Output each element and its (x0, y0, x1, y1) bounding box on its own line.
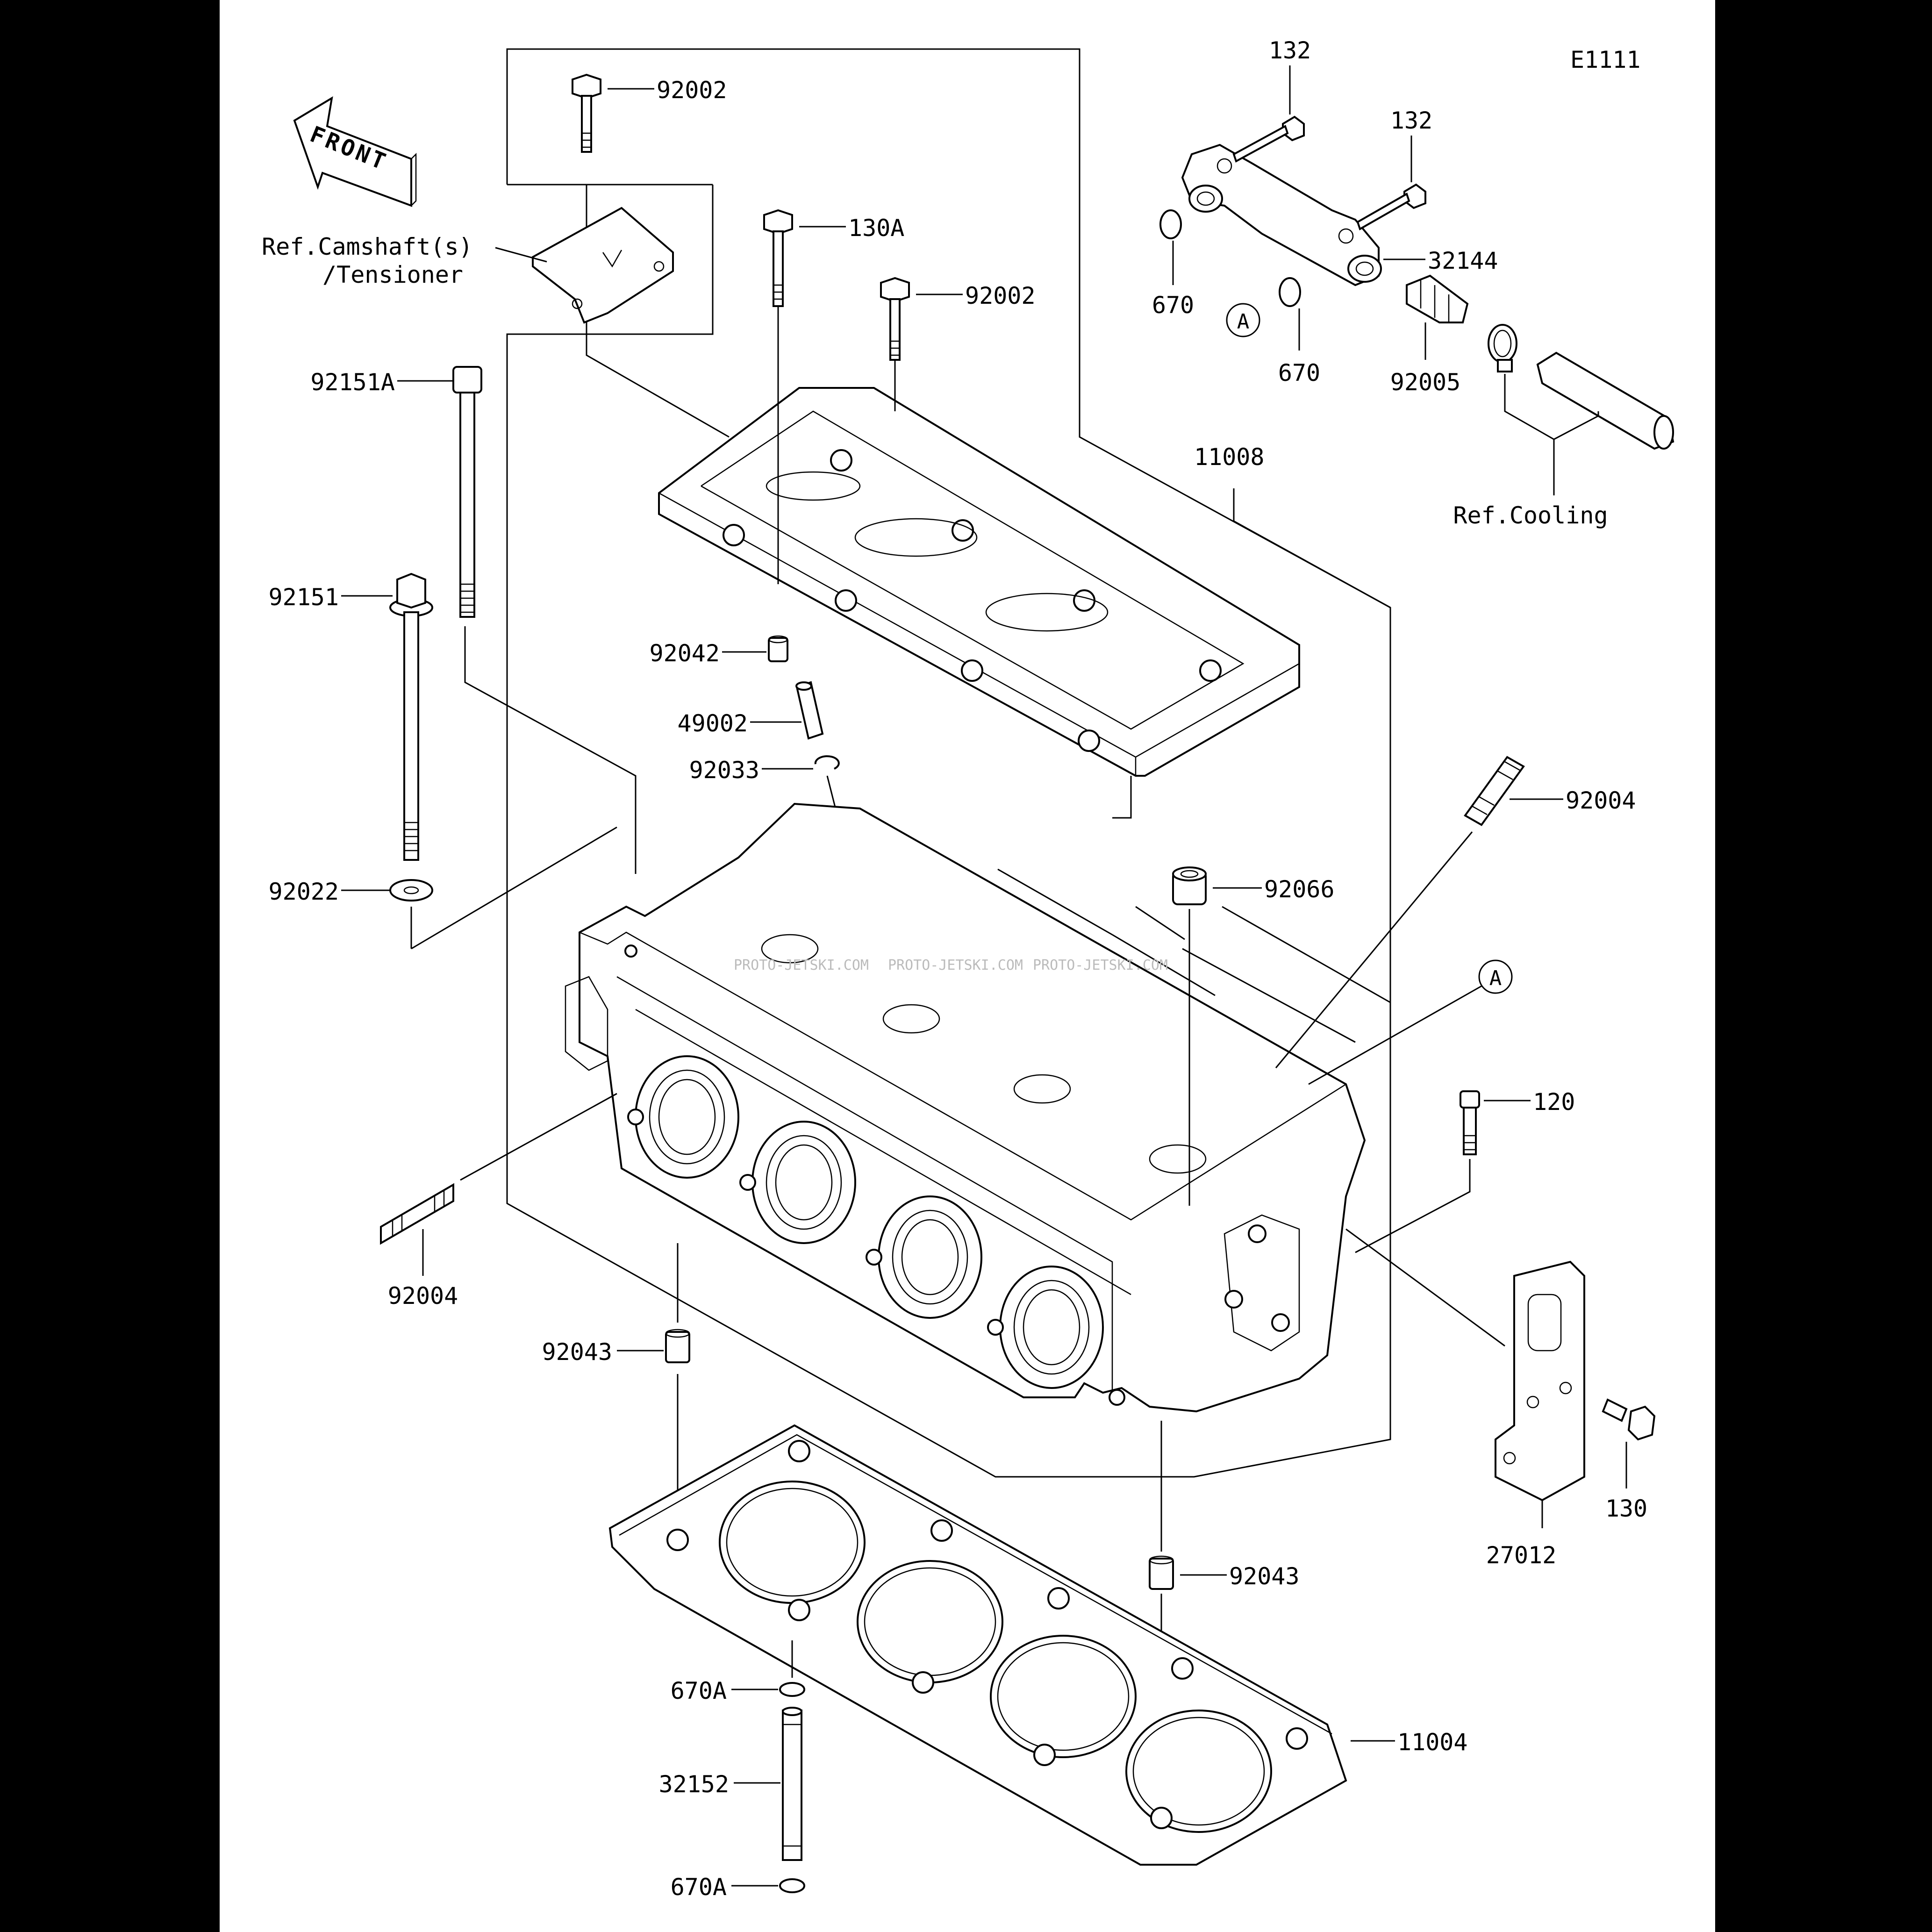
label-92002-top: 92002 (657, 77, 727, 104)
valve-seats (761, 934, 1207, 1174)
watermark: PROTO-JETSKI.COM (734, 957, 869, 973)
label-32152: 32152 (658, 1771, 729, 1798)
stud-92004-right (1464, 756, 1525, 826)
ref-cooling-label: Ref.Cooling (1453, 502, 1608, 529)
label-132-a: 132 (1269, 37, 1311, 64)
intake-port-rings (635, 1055, 1104, 1389)
gasket-dowel-holes (666, 1440, 1308, 1829)
front-arrow: FRONT (293, 96, 417, 207)
label-92043-right: 92043 (1229, 1563, 1300, 1590)
label-92004-left: 92004 (388, 1282, 458, 1309)
bolt-92151A (452, 366, 482, 618)
label-92022: 92022 (268, 878, 339, 905)
bolt-130A (763, 209, 793, 307)
callout-A-head: A (1478, 959, 1513, 994)
svg-text:PROTO-JETSKI.COM: PROTO-JETSKI.COM (888, 957, 1023, 973)
water-pipe-32144 (1181, 143, 1382, 286)
label-670-a: 670 (1152, 292, 1194, 319)
label-11008: 11008 (1194, 444, 1265, 471)
bolt-132-a (1232, 115, 1305, 163)
fitting-92005 (1406, 274, 1469, 323)
label-92005: 92005 (1390, 369, 1461, 396)
camshaft-holder-bosses (723, 449, 1222, 752)
label-11004: 11004 (1397, 1729, 1468, 1756)
label-132-b: 132 (1390, 107, 1432, 134)
label-92042: 92042 (649, 640, 720, 667)
tappet-49002 (795, 681, 824, 740)
oring-670-b (1279, 277, 1301, 307)
bolt-132-b (1356, 183, 1426, 230)
head-side-bracket (1224, 1214, 1300, 1352)
label-670-b: 670 (1278, 359, 1320, 386)
bolt-120 (1460, 1090, 1480, 1155)
oring-670A-top (779, 1682, 805, 1697)
bolt-92002-top (572, 73, 601, 153)
svg-text:PROTO-JETSKI.COM: PROTO-JETSKI.COM (1033, 957, 1168, 973)
label-92043-left: 92043 (542, 1338, 612, 1366)
label-32144: 32144 (1428, 247, 1498, 274)
cooling-hose (1536, 351, 1674, 450)
dowel-92043-left (665, 1329, 690, 1363)
oring-670A-bottom (779, 1878, 805, 1893)
label-92151: 92151 (268, 584, 339, 611)
clip-92033 (814, 755, 840, 770)
label-92002-mid: 92002 (965, 282, 1036, 309)
dowel-92043-right (1149, 1555, 1174, 1590)
head-gasket-11004 (608, 1424, 1347, 1866)
plug-92066 (1172, 866, 1207, 905)
svg-text:A: A (1489, 966, 1502, 990)
hose-clamp (1488, 324, 1517, 372)
oring-670-a (1159, 209, 1182, 239)
label-130: 130 (1605, 1495, 1647, 1522)
label-92033: 92033 (689, 757, 759, 784)
label-27012: 27012 (1486, 1542, 1557, 1569)
diagram-code: E1111 (1570, 46, 1641, 73)
washer-92022 (389, 879, 433, 902)
svg-text:A: A (1237, 310, 1250, 334)
callout-A-pipe: A (1226, 303, 1260, 337)
label-670A-top: 670A (671, 1677, 727, 1704)
bolt-92002-mid (880, 277, 910, 361)
label-130A: 130A (848, 215, 904, 242)
head-bolt-holes (624, 945, 1125, 1406)
cylinder-head (565, 802, 1366, 1413)
label-670A-bottom: 670A (671, 1874, 727, 1901)
label-92151A: 92151A (310, 369, 395, 396)
label-120: 120 (1533, 1088, 1575, 1116)
bolt-92151 (389, 572, 433, 861)
tube-32152 (782, 1707, 802, 1861)
ref-camshaft-label: Ref.Camshaft(s) (262, 233, 473, 260)
dowel-92042 (768, 635, 788, 662)
label-92004-right: 92004 (1566, 787, 1636, 814)
label-92066: 92066 (1264, 876, 1335, 903)
stud-92004-left (380, 1183, 454, 1245)
camshaft-holder-11008 (658, 387, 1300, 777)
plate-27012 (1495, 1260, 1585, 1502)
camshaft-tensioner-bracket (532, 207, 674, 324)
ref-tensioner-label: /Tensioner (322, 261, 463, 288)
label-49002: 49002 (677, 710, 748, 737)
bolt-130 (1602, 1398, 1656, 1441)
